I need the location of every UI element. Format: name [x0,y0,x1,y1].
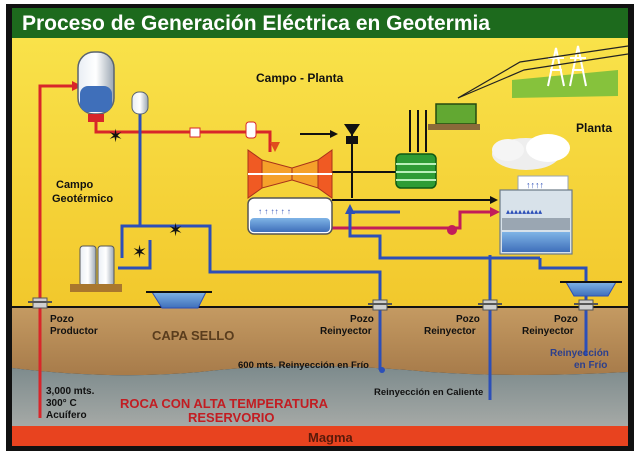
label-reinyeccion-caliente: Reinyección en Caliente [374,387,483,398]
reinjection-wellhead-1 [368,299,392,311]
label-reinyeccion-frio-2: en Frío [574,360,607,371]
capa-sello-layer [12,308,628,376]
label-pozo-reinyector-b-2: Reinyector [424,326,476,337]
label-geotermico: Geotérmico [52,193,113,205]
label-reinyeccion-frio-600: 600 mts. Reinyección en Frío [238,360,369,371]
svg-text:▴▴▴▴▴▴▴▴▴: ▴▴▴▴▴▴▴▴▴ [506,207,542,216]
turbine [247,142,333,199]
label-campo-planta: Campo - Planta [256,71,344,85]
arrow-head-icon [72,81,82,91]
magma-layer [12,426,628,446]
label-capa-sello: CAPA SELLO [152,328,234,343]
cooling-tower: ↑↑↑↑ ▴▴▴▴▴▴▴▴▴ [492,134,573,255]
label-pozo-productor-1: Pozo [50,314,74,325]
separator-vessel [77,51,115,122]
label-pozo-reinyector-c-1: Pozo [554,314,578,325]
label-pozo-reinyector-b-1: Pozo [456,314,480,325]
label-reinyeccion-frio-1: Reinyección [550,348,609,359]
power-line [457,45,629,99]
svg-text:↑↑↑↑: ↑↑↑↑ [526,180,544,190]
label-magma: Magma [308,430,354,445]
cooling-pond [146,291,212,309]
diagram-title: Proceso de Generación Eléctrica en Geote… [22,12,490,35]
label-pozo-reinyector-a-1: Pozo [350,314,374,325]
svg-text:↑ ↑ ↑↑ ↑ ↑: ↑ ↑ ↑↑ ↑ ↑ [258,207,291,216]
silencer-tanks [70,245,122,292]
transformer [428,103,480,130]
reinjection-wellhead-3 [574,299,598,311]
pipe-fitting [245,121,257,139]
label-pozo-reinyector-c-2: Reinyector [522,326,574,337]
check-valve-base [346,136,358,144]
flash-vessel [131,91,149,115]
substation-ground [512,70,618,98]
label-temperatura: 300° C [46,398,77,409]
reinjection-pond [560,281,622,297]
hot-water-pipe [332,210,495,230]
generator [395,153,437,189]
separator-branch-pipe [120,224,140,258]
power-line [457,53,629,99]
valve-icon: ✶ [168,220,183,240]
arrow-head-icon [490,207,500,217]
label-pozo-reinyector-a-2: Reinyector [320,326,372,337]
label-roca-alta-temperatura: ROCA CON ALTA TEMPERATURA [120,396,329,411]
label-profundidad: 3,000 mts. [46,386,95,397]
label-pozo-productor-2: Productor [50,326,98,337]
brine-reinjection-pipe [138,108,382,370]
label-planta: Planta [576,121,612,135]
pump-icon [447,225,457,235]
well-bottom-marker [379,367,385,373]
valve-icon: ✶ [132,242,147,262]
valve-icon: ✶ [108,126,123,146]
pipe-fitting [189,127,201,138]
cold-return-pipe [348,210,540,260]
label-acuifero: Acuífero [46,410,87,421]
transmission-tower-icon [569,45,587,87]
separator-out-pipe [118,240,152,270]
rock-layer [12,366,628,426]
reinjection-wellhead-2 [478,299,502,311]
label-campo: Campo [56,179,94,191]
arrow-head-icon [490,196,498,204]
check-valve-icon [344,124,360,136]
arrow-head-icon [330,130,338,138]
condenser: ↑ ↑ ↑↑ ↑ ↑ [247,197,333,235]
title-bar [12,8,628,38]
cold-reinjection-pipe [538,258,588,356]
production-wellhead [28,297,52,309]
label-reservorio: RESERVORIO [188,410,274,425]
